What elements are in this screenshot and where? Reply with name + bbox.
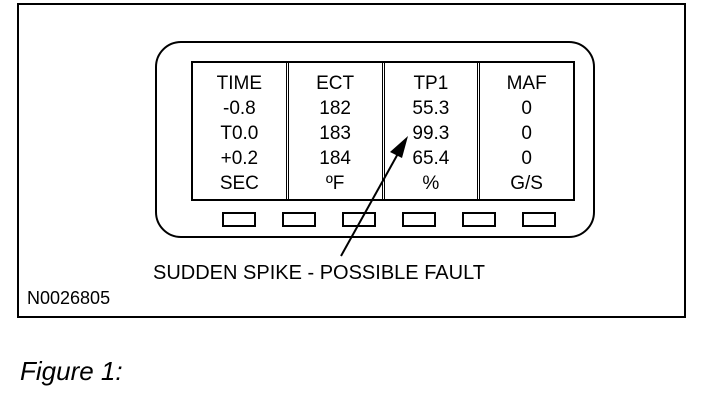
soft-key[interactable]: [462, 212, 496, 227]
annotation-label: SUDDEN SPIKE - POSSIBLE FAULT: [153, 262, 485, 284]
soft-key[interactable]: [342, 212, 376, 227]
figure-caption: Figure 1:: [20, 356, 123, 386]
unit-label: G/S: [510, 173, 543, 194]
column-header: TIME: [216, 73, 263, 94]
table-cell: 65.4: [412, 148, 450, 169]
column-header: MAF: [506, 73, 547, 94]
soft-key[interactable]: [222, 212, 256, 227]
table-cell: 0: [521, 123, 532, 144]
table-cell: 182: [319, 98, 351, 119]
soft-key-row: [222, 212, 556, 230]
table-cell: 184: [319, 148, 351, 169]
table-cell: -0.8: [223, 98, 256, 119]
unit-label: ºF: [325, 173, 345, 194]
table-cell: 0: [521, 98, 532, 119]
table-cell: 99.3: [412, 123, 450, 144]
column-maf: MAF 0 0 0 G/S: [480, 63, 573, 199]
soft-key[interactable]: [522, 212, 556, 227]
data-table: TIME -0.8 T0.0 +0.2 SEC ECT 182 183 184 …: [191, 61, 575, 201]
table-cell: 183: [319, 123, 351, 144]
soft-key[interactable]: [282, 212, 316, 227]
column-ect: ECT 182 183 184 ºF: [289, 63, 385, 199]
column-header: TP1: [413, 73, 449, 94]
soft-key[interactable]: [402, 212, 436, 227]
table-cell: 0: [521, 148, 532, 169]
table-cell: T0.0: [220, 123, 259, 144]
table-cell: 55.3: [412, 98, 450, 119]
figure-frame: [17, 3, 686, 318]
table-cell: +0.2: [220, 148, 259, 169]
unit-label: SEC: [219, 173, 259, 194]
column-tp1: TP1 55.3 99.3 65.4 %: [385, 63, 481, 199]
column-time: TIME -0.8 T0.0 +0.2 SEC: [193, 63, 289, 199]
unit-label: %: [422, 173, 440, 194]
figure-id: N0026805: [27, 288, 111, 308]
column-header: ECT: [316, 73, 355, 94]
